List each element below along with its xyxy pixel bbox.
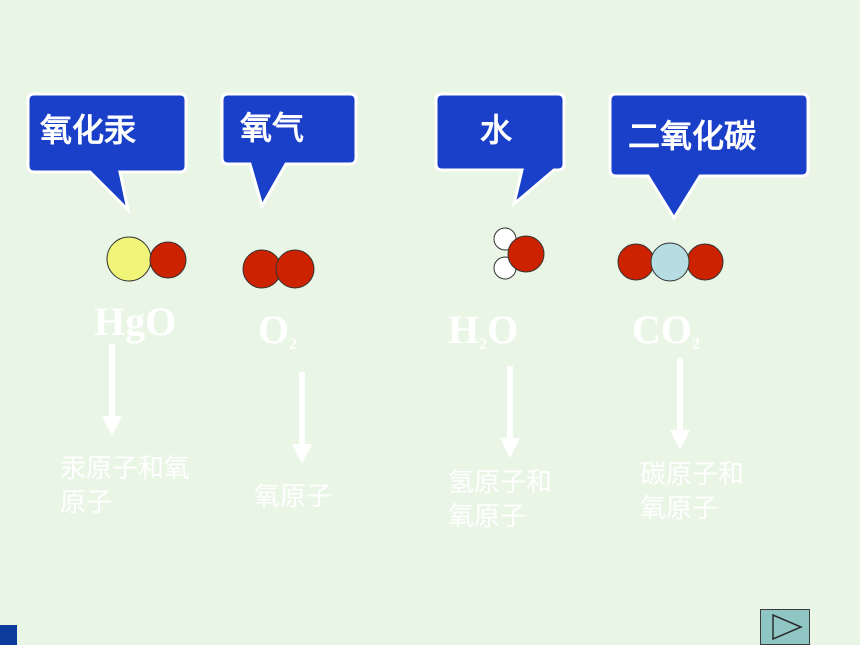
callout-shape xyxy=(220,92,358,210)
formula-text: CO xyxy=(632,307,692,352)
callout-mercury-oxide: 氧化汞 xyxy=(26,92,188,215)
formula-o2: O2 xyxy=(258,307,298,353)
oxygen-atom xyxy=(275,249,315,289)
oxygen-atom xyxy=(617,243,655,281)
molecule-co2 xyxy=(617,242,724,282)
callout-label: 二氧化碳 xyxy=(628,117,757,155)
down-arrow-icon xyxy=(670,358,690,450)
oxygen-atom xyxy=(507,235,545,273)
molecule-hgo xyxy=(106,236,187,282)
carbon-atom xyxy=(650,242,690,282)
play-triangle-icon xyxy=(772,613,803,641)
formula-text: H xyxy=(448,307,480,352)
slide-corner-marker xyxy=(0,625,17,645)
callout-water: 水 xyxy=(434,92,576,214)
description-h2o: 氢原子和氧原子 xyxy=(448,468,553,532)
description-hgo: 汞原子和氧原子 xyxy=(60,454,191,518)
description-co2: 碳原子和氧原子 xyxy=(640,460,745,524)
callout-label: 水 xyxy=(480,111,513,149)
formula-h2o: H2O xyxy=(448,307,519,353)
formula-subscript: 2 xyxy=(692,336,700,353)
callout-shape xyxy=(434,92,566,209)
callout-shape xyxy=(26,92,188,215)
description-o2: 氧原子 xyxy=(254,482,333,512)
callout-label: 氧气 xyxy=(240,109,305,147)
callout-carbon-dioxide: 二氧化碳 xyxy=(608,92,810,224)
formula-co2: CO2 xyxy=(632,307,700,353)
callout-oxygen: 氧气 xyxy=(220,92,362,214)
down-arrow-icon xyxy=(500,366,520,458)
oxygen-atom xyxy=(149,241,187,279)
molecule-h2o xyxy=(493,227,545,280)
next-slide-button[interactable] xyxy=(760,609,810,645)
formula-subscript: 2 xyxy=(289,336,298,353)
formula-text: O xyxy=(258,307,290,352)
callout-shape xyxy=(608,92,810,221)
down-arrow-icon xyxy=(102,344,122,436)
oxygen-atom xyxy=(686,243,724,281)
down-arrow-icon xyxy=(292,372,312,464)
formula-text: HgO xyxy=(94,299,177,344)
formula-subscript: 2 xyxy=(479,336,488,353)
mercury-atom xyxy=(106,236,152,282)
callout-label: 氧化汞 xyxy=(40,111,137,149)
oxygen-atom xyxy=(242,249,282,289)
formula-text: O xyxy=(487,307,519,352)
molecule-o2 xyxy=(242,249,315,289)
formula-hgo: HgO xyxy=(94,302,176,342)
